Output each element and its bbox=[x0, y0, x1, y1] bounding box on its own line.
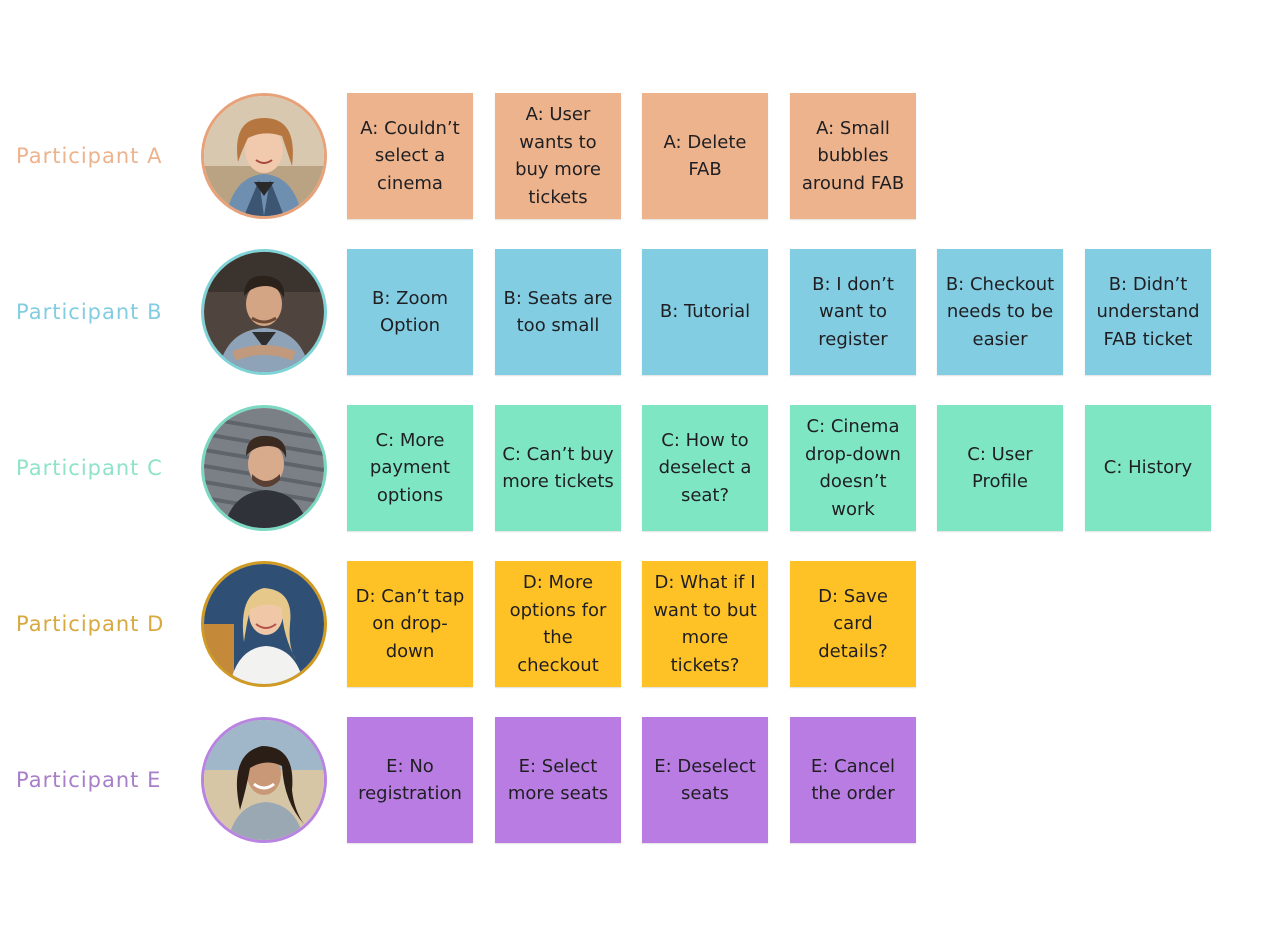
sticky-note[interactable]: A: Couldn’t select a cinema bbox=[347, 93, 473, 219]
avatar bbox=[201, 405, 327, 531]
sticky-note[interactable]: A: Delete FAB bbox=[642, 93, 768, 219]
sticky-note[interactable]: C: More payment options bbox=[347, 405, 473, 531]
sticky-note[interactable]: E: Select more seats bbox=[495, 717, 621, 843]
participant-label: Participant E bbox=[16, 768, 162, 792]
sticky-note-text: B: Didn’t understand FAB ticket bbox=[1096, 273, 1200, 350]
sticky-note-text: A: User wants to buy more tickets bbox=[515, 104, 601, 208]
sticky-note-text: A: Small bubbles around FAB bbox=[801, 117, 905, 194]
sticky-note[interactable]: B: Tutorial bbox=[642, 249, 768, 375]
sticky-note-text: C: How to deselect a seat? bbox=[658, 429, 752, 506]
sticky-note-text: B: I don’t want to register bbox=[812, 273, 894, 350]
sticky-note-text: E: Select more seats bbox=[507, 755, 609, 805]
sticky-note[interactable]: D: More options for the checkout bbox=[495, 561, 621, 687]
sticky-note-text: D: Save card details? bbox=[818, 585, 888, 662]
sticky-note-text: C: Cinema drop-down doesn’t work bbox=[805, 416, 901, 520]
sticky-note-text: C: Can’t buy more tickets bbox=[502, 443, 614, 493]
sticky-note[interactable]: C: How to deselect a seat? bbox=[642, 405, 768, 531]
sticky-note[interactable]: E: No registration bbox=[347, 717, 473, 843]
participant-label: Participant B bbox=[16, 300, 163, 324]
sticky-note-text: E: Deselect seats bbox=[654, 755, 756, 805]
sticky-note[interactable]: B: I don’t want to register bbox=[790, 249, 916, 375]
sticky-note-text: C: More payment options bbox=[369, 429, 451, 506]
sticky-note[interactable]: E: Deselect seats bbox=[642, 717, 768, 843]
avatar bbox=[201, 717, 327, 843]
sticky-note-text: D: More options for the checkout bbox=[509, 572, 607, 676]
sticky-note[interactable]: C: Can’t buy more tickets bbox=[495, 405, 621, 531]
participant-row-e: Participant E E: No registration E: Select… bbox=[0, 717, 1280, 843]
sticky-note[interactable]: C: Cinema drop-down doesn’t work bbox=[790, 405, 916, 531]
sticky-note[interactable]: A: User wants to buy more tickets bbox=[495, 93, 621, 219]
sticky-note[interactable]: D: Can’t tap on drop-down bbox=[347, 561, 473, 687]
sticky-note[interactable]: B: Seats are too small bbox=[495, 249, 621, 375]
sticky-note[interactable]: C: User Profile bbox=[937, 405, 1063, 531]
participant-row-b: Participant B B: Zoom Option B: Seats are … bbox=[0, 249, 1280, 375]
participant-row-a: Participant A A: Couldn’t select a cinema… bbox=[0, 93, 1280, 219]
sticky-note-text: D: What if I want to but more tickets? bbox=[653, 572, 757, 676]
sticky-note-text: A: Couldn’t select a cinema bbox=[360, 117, 460, 194]
avatar bbox=[201, 249, 327, 375]
sticky-note-text: B: Checkout needs to be easier bbox=[945, 273, 1055, 350]
avatar bbox=[201, 561, 327, 687]
sticky-note-text: B: Zoom Option bbox=[371, 287, 449, 337]
sticky-note-text: E: No registration bbox=[358, 755, 462, 805]
sticky-note[interactable]: B: Didn’t understand FAB ticket bbox=[1085, 249, 1211, 375]
sticky-note[interactable]: C: History bbox=[1085, 405, 1211, 531]
participant-label: Participant C bbox=[16, 456, 163, 480]
sticky-note-text: B: Tutorial bbox=[659, 301, 751, 323]
sticky-note-text: A: Delete FAB bbox=[663, 131, 747, 181]
avatar bbox=[201, 93, 327, 219]
participant-label: Participant A bbox=[16, 144, 163, 168]
sticky-note-text: D: Can’t tap on drop-down bbox=[355, 585, 465, 662]
sticky-note-text: B: Seats are too small bbox=[503, 287, 613, 337]
sticky-note-text: C: History bbox=[1103, 457, 1193, 479]
sticky-note-text: C: User Profile bbox=[967, 443, 1033, 493]
participant-row-c: Participant C C: More payment options C: C… bbox=[0, 405, 1280, 531]
participant-row-d: Participant D D: Can’t tap on drop-down D:… bbox=[0, 561, 1280, 687]
sticky-note-text: E: Cancel the order bbox=[810, 755, 896, 805]
sticky-note[interactable]: D: Save card details? bbox=[790, 561, 916, 687]
sticky-note[interactable]: B: Zoom Option bbox=[347, 249, 473, 375]
participant-label: Participant D bbox=[16, 612, 165, 636]
sticky-note[interactable]: B: Checkout needs to be easier bbox=[937, 249, 1063, 375]
sticky-note[interactable]: A: Small bubbles around FAB bbox=[790, 93, 916, 219]
sticky-note[interactable]: D: What if I want to but more tickets? bbox=[642, 561, 768, 687]
sticky-note[interactable]: E: Cancel the order bbox=[790, 717, 916, 843]
